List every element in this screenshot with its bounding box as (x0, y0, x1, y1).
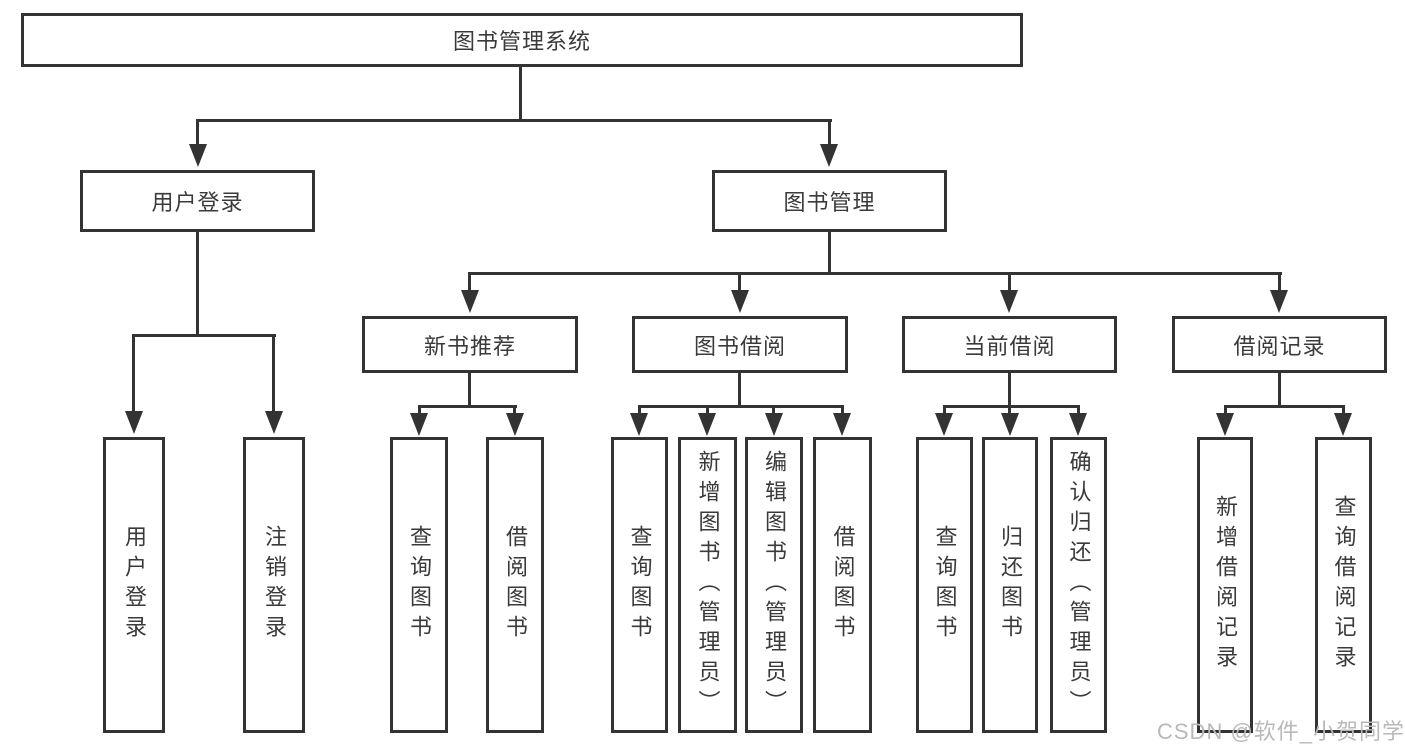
leaf-label: 新增图书（管理员） (695, 450, 721, 720)
connector-drop-nb2 (513, 405, 516, 415)
leaf-borrow-books: 借阅图书 (813, 437, 872, 733)
leaf-add-books-admin: 新增图书（管理员） (678, 437, 737, 733)
leaf-label: 用户登录 (122, 525, 147, 645)
node-new-book-recommendation: 新书推荐 (362, 316, 578, 373)
connector-drop-book-management (828, 119, 831, 145)
connector-drop-current-borrowing (1008, 272, 1011, 291)
node-label: 用户登录 (151, 190, 244, 215)
connector-drop-bw3 (772, 405, 775, 415)
arrow-to-current-borrowing (1000, 290, 1018, 313)
node-book-borrowing: 图书借阅 (632, 316, 848, 373)
arrow-to-query-books-current (935, 413, 953, 436)
node-label: 新书推荐 (423, 333, 516, 359)
connector-drop-rc2 (1342, 405, 1345, 415)
arrow-to-return-books (1001, 413, 1019, 436)
connector-drop-bw1 (638, 405, 641, 415)
leaf-label: 编辑图书（管理员） (762, 450, 787, 720)
connector-current-borrowing-stem (1008, 372, 1011, 408)
arrow-to-query-books-recommend (410, 413, 428, 436)
arrow-to-leaf-user-login (125, 411, 143, 434)
connector-drop-leaf-user-login (132, 334, 135, 412)
node-label: 图书借阅 (693, 333, 786, 359)
connector-drop-borrow-records (1278, 272, 1281, 291)
node-borrow-records: 借阅记录 (1172, 316, 1387, 373)
connector-drop-bw2 (706, 405, 709, 415)
node-user-login: 用户登录 (80, 170, 315, 232)
connector-level1-hline (196, 119, 832, 122)
arrow-to-add-books-admin (698, 413, 716, 436)
arrow-to-edit-books-admin (765, 413, 783, 436)
connector-new-books-hline (418, 405, 517, 408)
node-label: 当前借阅 (963, 333, 1056, 359)
connector-book-management-stem (828, 231, 831, 275)
arrow-to-leaf-logout (265, 411, 283, 434)
node-book-management: 图书管理 (712, 170, 947, 232)
connector-new-books-stem (468, 372, 471, 408)
connector-book-borrowing-stem (738, 372, 741, 408)
leaf-label: 确认归还（管理员） (1066, 450, 1092, 720)
arrow-to-confirm-return-admin (1069, 413, 1087, 436)
node-label: 图书管理系统 (452, 29, 591, 54)
leaf-label: 查询图书 (932, 525, 958, 645)
connector-drop-user-login (196, 119, 199, 145)
leaf-label: 查询图书 (627, 525, 653, 645)
connector-drop-new-books (468, 272, 471, 291)
leaf-query-books-current: 查询图书 (916, 437, 973, 733)
leaf-add-borrow-record: 新增借阅记录 (1197, 437, 1253, 733)
connector-current-borrowing-hline (943, 405, 1080, 408)
arrow-to-query-borrow-record (1334, 413, 1352, 436)
arrow-to-book-borrowing (731, 290, 749, 313)
node-label: 借阅记录 (1233, 333, 1326, 359)
arrow-to-borrow-books-recommend (506, 413, 524, 436)
arrow-to-user-login (189, 144, 207, 167)
connector-book-borrowing-hline (638, 405, 843, 408)
arrow-to-query-books-borrowing (630, 413, 648, 436)
arrow-to-borrow-books (833, 413, 851, 436)
leaf-query-books-recommend: 查询图书 (390, 437, 448, 733)
node-library-management-system: 图书管理系统 (21, 13, 1023, 67)
connector-borrow-records-stem (1278, 372, 1281, 408)
connector-user-login-hline (132, 334, 276, 337)
connector-level3-hline (468, 272, 1282, 275)
arrow-to-add-borrow-record (1216, 413, 1234, 436)
watermark-text: CSDN @软件_小贺同学 (1157, 719, 1405, 744)
leaf-label: 归还图书 (998, 525, 1023, 645)
leaf-confirm-return-admin: 确认归还（管理员） (1050, 437, 1107, 733)
leaf-label: 查询借阅记录 (1331, 495, 1357, 675)
arrow-to-borrow-records (1270, 290, 1288, 313)
arrow-to-book-management (820, 144, 838, 167)
leaf-return-books: 归还图书 (982, 437, 1038, 733)
leaf-label: 查询图书 (407, 525, 432, 645)
connector-drop-book-borrowing (738, 272, 741, 291)
leaf-query-books-borrowing: 查询图书 (611, 437, 668, 733)
connector-drop-bw4 (841, 405, 844, 415)
leaf-edit-books-admin: 编辑图书（管理员） (745, 437, 803, 733)
leaf-user-login: 用户登录 (103, 437, 165, 733)
node-current-borrowing: 当前借阅 (902, 316, 1117, 373)
leaf-label: 借阅图书 (503, 525, 528, 645)
connector-drop-leaf-logout (272, 334, 275, 412)
connector-drop-nb1 (418, 405, 421, 415)
leaf-label: 新增借阅记录 (1213, 495, 1238, 675)
connector-root-stem (519, 66, 522, 122)
leaf-label: 借阅图书 (830, 525, 856, 645)
connector-drop-cu3 (1077, 405, 1080, 415)
connector-drop-cu2 (1008, 405, 1011, 415)
node-label: 图书管理 (783, 190, 876, 215)
leaf-query-borrow-record: 查询借阅记录 (1315, 437, 1372, 733)
leaf-label: 注销登录 (262, 525, 287, 645)
connector-drop-rc1 (1224, 405, 1227, 415)
leaf-logout: 注销登录 (243, 437, 305, 733)
connector-borrow-records-hline (1224, 405, 1345, 408)
leaf-borrow-books-recommend: 借阅图书 (486, 437, 544, 733)
connector-user-login-stem (196, 231, 199, 337)
arrow-to-new-books (461, 290, 479, 313)
connector-drop-cu1 (943, 405, 946, 415)
